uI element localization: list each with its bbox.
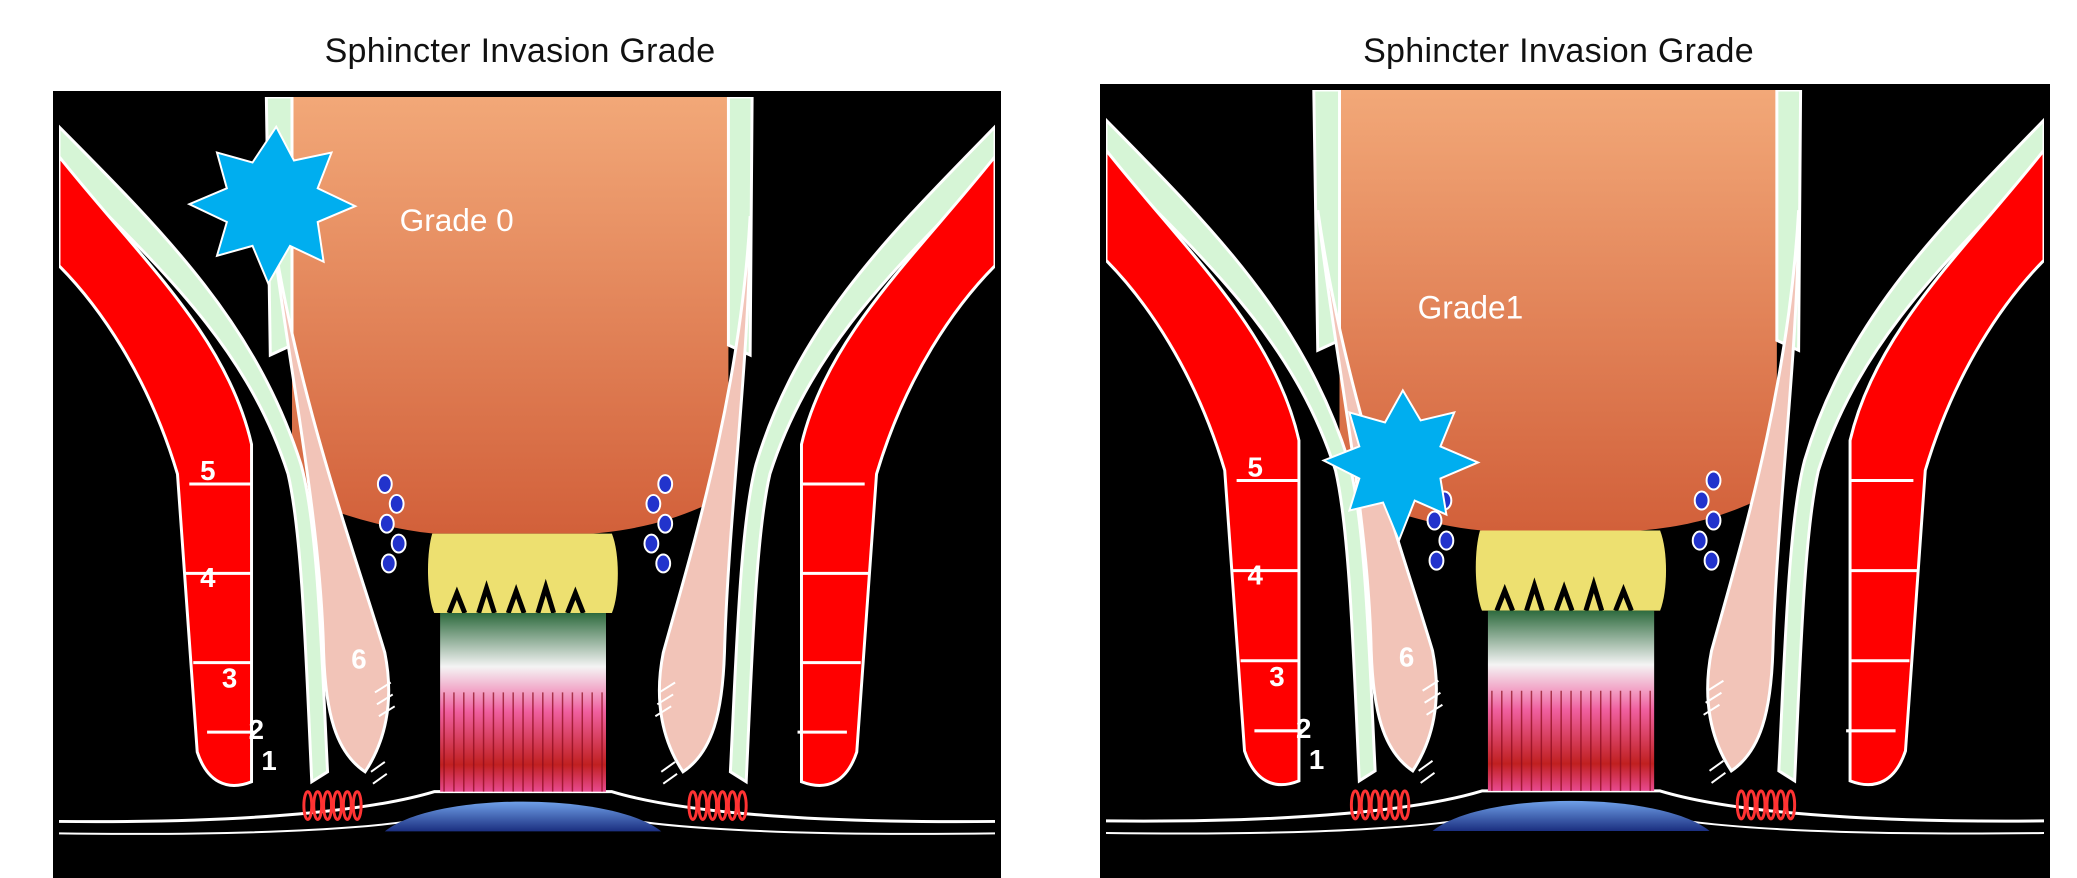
muscle-label-5: 5 [1247, 451, 1262, 482]
muscle-label-6: 6 [1399, 642, 1414, 673]
diagram-panel-grade-1: Sphincter Invasion Grade Grade1 1 2 3 4 … [1040, 0, 2077, 878]
panel-title: Sphincter Invasion Grade [1040, 32, 2077, 71]
muscle-label-4: 4 [200, 562, 216, 593]
anal-canal-anatomy-diagram: Grade 0 1 2 3 4 5 6 [59, 97, 995, 878]
muscle-label-6: 6 [351, 644, 366, 675]
muscle-label-4: 4 [1247, 559, 1263, 590]
muscle-label-2: 2 [1296, 713, 1311, 744]
muscle-label-3: 3 [1269, 661, 1284, 692]
anal-canal-anatomy-diagram: Grade1 1 2 3 4 5 6 [1106, 90, 2044, 878]
muscle-label-3: 3 [222, 662, 237, 693]
anatomy-frame: Grade 0 1 2 3 4 5 6 [53, 91, 1001, 878]
muscle-label-1: 1 [1309, 744, 1324, 775]
muscle-label-2: 2 [249, 714, 264, 745]
diagram-panel-grade-0: Sphincter Invasion Grade Grade 0 1 2 3 4… [0, 0, 1040, 878]
grade-label: Grade1 [1418, 289, 1524, 325]
grade-label: Grade 0 [400, 202, 514, 238]
muscle-label-5: 5 [200, 455, 215, 486]
panel-title: Sphincter Invasion Grade [0, 32, 1040, 71]
anatomy-frame: Grade1 1 2 3 4 5 6 [1100, 84, 2050, 878]
muscle-label-1: 1 [261, 745, 276, 776]
